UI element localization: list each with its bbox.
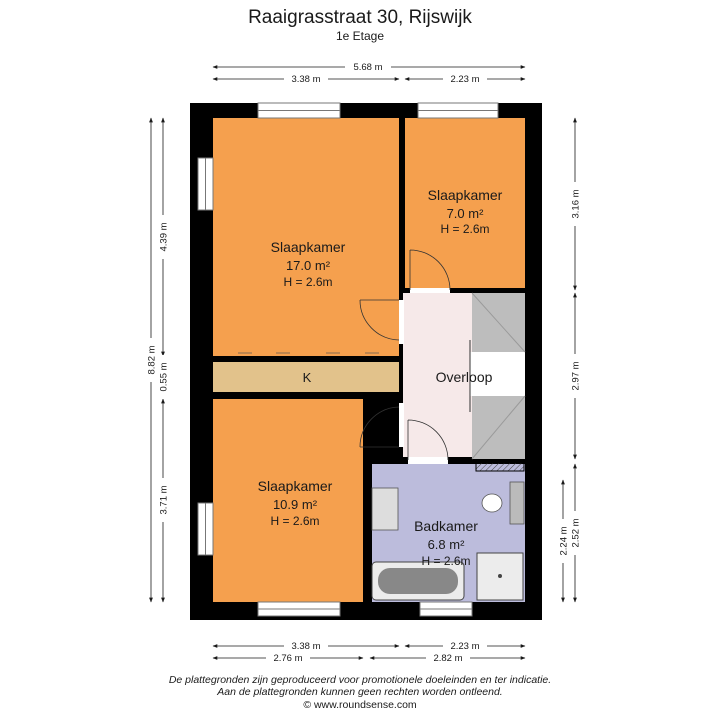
plan-title: Raaigrasstraat 30, Rijswijk xyxy=(248,7,472,28)
floor-label: 1e Etage xyxy=(335,29,385,43)
door-swing-bath xyxy=(407,419,449,461)
room-slaapkamer-small xyxy=(405,118,525,290)
label-slaapkamer-large: Slaapkamer 17.0 m² H = 2.6m xyxy=(271,239,346,289)
door-opening-large xyxy=(399,300,404,344)
svg-text:Slaapkamer: Slaapkamer xyxy=(428,187,503,203)
svg-text:10.9 m²: 10.9 m² xyxy=(273,497,318,512)
svg-text:6.8 m²: 6.8 m² xyxy=(428,537,466,552)
svg-text:Slaapkamer: Slaapkamer xyxy=(258,478,333,494)
svg-text:H = 2.6m: H = 2.6m xyxy=(270,514,319,528)
door-opening-bath xyxy=(408,457,448,464)
dim-left-mid: 0.55 m xyxy=(159,362,170,391)
svg-text:17.0 m²: 17.0 m² xyxy=(286,258,331,273)
sink xyxy=(371,487,399,531)
dim-bottom-right-2: 2.82 m xyxy=(433,653,462,664)
dim-bottom-left-2: 2.76 m xyxy=(273,653,302,664)
label-kast: K xyxy=(303,370,312,385)
shaft xyxy=(475,462,525,472)
door-swing-bottom xyxy=(359,406,400,448)
stairs-landing xyxy=(470,352,525,396)
door-swing-small xyxy=(409,249,451,291)
svg-text:Slaapkamer: Slaapkamer xyxy=(271,239,346,255)
label-overloop: Overloop xyxy=(436,369,493,385)
door-opening-small xyxy=(410,288,450,293)
room-kast xyxy=(213,362,399,392)
disclaimer-line-1: De plattegronden zijn geproduceerd voor … xyxy=(168,674,552,686)
wall-bedroom-bottom-right xyxy=(363,399,370,602)
wall-kast-bottom xyxy=(213,392,403,399)
label-slaapkamer-bottom: Slaapkamer 10.9 m² H = 2.6m xyxy=(258,478,333,528)
dim-top-left: 3.38 m xyxy=(291,74,320,85)
door-opening-bottom xyxy=(399,403,404,447)
dim-right-top: 3.16 m xyxy=(571,189,582,218)
door-swing-large xyxy=(359,299,400,341)
dim-top-total: 5.68 m xyxy=(353,62,382,73)
room-slaapkamer-bottom xyxy=(213,399,363,602)
svg-text:7.0 m²: 7.0 m² xyxy=(447,206,485,221)
dim-bottom-left-1: 3.38 m xyxy=(291,641,320,652)
disclaimer-line-2: Aan de plattegronden kunnen geen rechten… xyxy=(217,686,503,698)
dim-right-bottom-1: 2.24 m xyxy=(559,526,570,555)
dim-top-right: 2.23 m xyxy=(450,74,479,85)
svg-text:H = 2.6m: H = 2.6m xyxy=(440,222,489,236)
dim-left-top: 4.39 m xyxy=(159,222,170,251)
toilet xyxy=(481,493,503,513)
svg-text:H = 2.6m: H = 2.6m xyxy=(421,554,470,568)
wall-kast-top xyxy=(213,356,403,362)
room-slaapkamer-large xyxy=(213,118,399,356)
wall-small-bedroom-bottom xyxy=(404,288,525,293)
dim-right-bottom-2: 2.52 m xyxy=(571,518,582,547)
dim-left-bottom: 3.71 m xyxy=(159,485,170,514)
dim-left-total: 8.82 m xyxy=(147,345,158,374)
label-badkamer: Badkamer 6.8 m² H = 2.6m xyxy=(414,518,478,568)
dim-bottom-right-1: 2.23 m xyxy=(450,641,479,652)
svg-text:Badkamer: Badkamer xyxy=(414,518,478,534)
label-slaapkamer-small: Slaapkamer 7.0 m² H = 2.6m xyxy=(428,187,503,236)
wall-vertical-mid xyxy=(399,118,404,293)
dim-right-mid: 2.97 m xyxy=(571,361,582,390)
svg-text:H = 2.6m: H = 2.6m xyxy=(283,275,332,289)
copyright-link[interactable]: © www.roundsense.com xyxy=(303,699,417,711)
